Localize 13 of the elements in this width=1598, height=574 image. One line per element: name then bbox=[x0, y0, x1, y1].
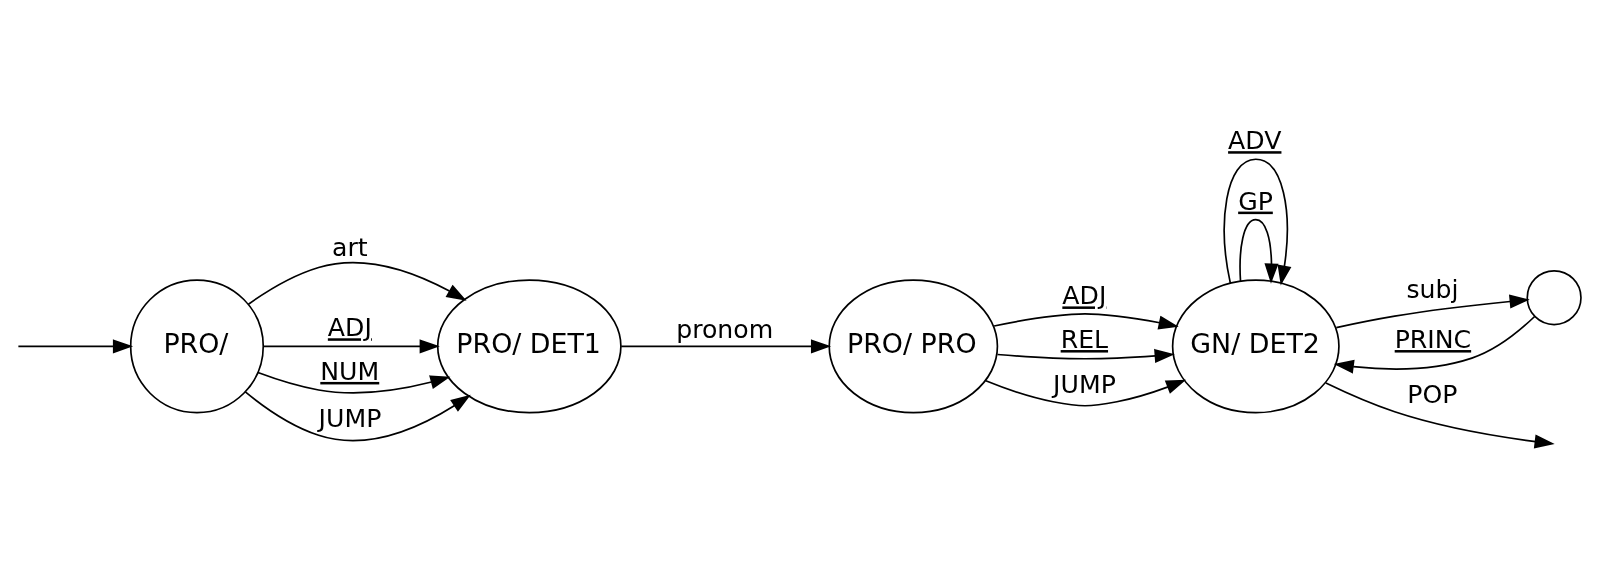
edge-label: GP bbox=[1238, 186, 1273, 216]
edge-label: NUM bbox=[320, 356, 380, 386]
edge-label: ADJ bbox=[327, 312, 372, 342]
edge-label: PRINC bbox=[1394, 324, 1472, 354]
edge-label: subj bbox=[1406, 274, 1459, 304]
edge-label: JUMP bbox=[318, 403, 382, 433]
edge-label: POP bbox=[1407, 379, 1458, 409]
edge-label: pronom bbox=[676, 314, 774, 344]
edge-label: REL bbox=[1060, 324, 1109, 354]
edge-label: JUMP bbox=[1053, 369, 1116, 399]
edge-label: art bbox=[332, 232, 368, 262]
edge-label: ADJ bbox=[1062, 280, 1107, 310]
edge-label: ADV bbox=[1228, 125, 1282, 155]
